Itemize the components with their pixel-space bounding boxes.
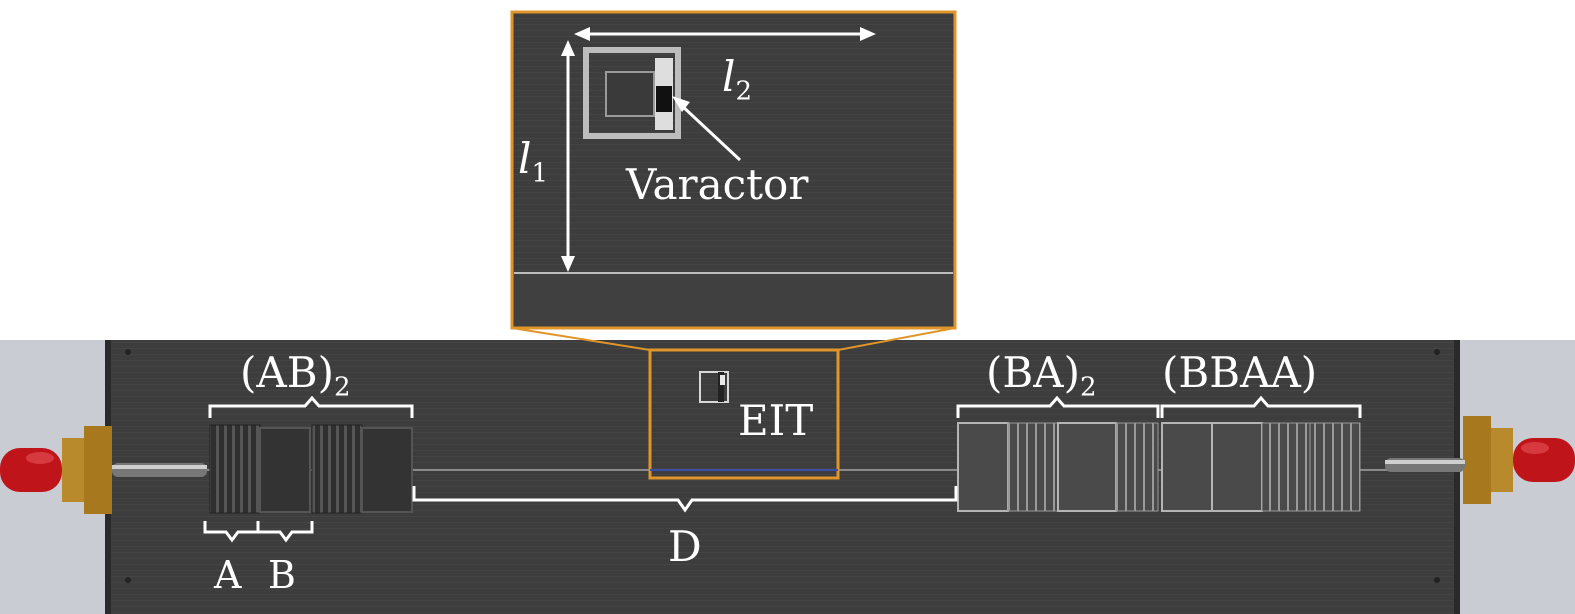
- bbaa-structure: [1161, 422, 1361, 512]
- eit-resonator: [699, 371, 729, 403]
- label-ba2-main: (BA): [986, 348, 1080, 397]
- label-eit: EIT: [738, 396, 814, 445]
- zoom-inset: [510, 10, 957, 330]
- cell-b: [1161, 422, 1213, 512]
- cell-a: [209, 424, 261, 514]
- label-d: D: [668, 522, 702, 571]
- cell-a: [1007, 422, 1059, 512]
- label-l1-main: l: [518, 134, 532, 183]
- label-ba2-sub: 2: [1079, 372, 1097, 403]
- zoom-guide-right: [837, 327, 956, 351]
- brace-ab2: [208, 395, 414, 418]
- cell-b: [259, 427, 311, 513]
- label-a: A: [214, 553, 242, 597]
- cell-b: [361, 427, 413, 513]
- eit-highlight-box: [648, 348, 840, 480]
- zoom-resonator-inner: [605, 71, 655, 117]
- cell-a: [1309, 422, 1361, 512]
- label-ab2-sub: 2: [333, 372, 351, 403]
- cell-b: [1211, 422, 1263, 512]
- varactor-diode: [656, 86, 672, 112]
- cell-a: [311, 424, 363, 514]
- label-l2: l2: [722, 56, 752, 107]
- label-l2-sub: 2: [735, 76, 752, 107]
- zoom-resonator-outer: [583, 47, 681, 139]
- cell-a: [1261, 422, 1311, 512]
- screw-hole: [125, 577, 131, 583]
- label-l2-main: l: [722, 52, 736, 101]
- right-connector: [1385, 416, 1575, 504]
- brace-b: [256, 521, 314, 543]
- cell-a: [1115, 422, 1159, 512]
- label-varactor: Varactor: [626, 160, 809, 209]
- cell-b: [957, 422, 1009, 512]
- brace-d: [412, 486, 958, 513]
- ba2-structure: [957, 422, 1159, 512]
- zoom-guide-left: [511, 327, 651, 351]
- brace-bbaa: [1160, 395, 1362, 418]
- screw-hole: [125, 349, 131, 355]
- screw-hole: [1434, 349, 1440, 355]
- label-l1: l1: [518, 138, 548, 189]
- label-bbaa: (BBAA): [1162, 348, 1318, 397]
- label-ab2: (AB)2: [240, 352, 351, 403]
- pcb-board-edge-right: [1454, 340, 1460, 614]
- label-ab2-main: (AB): [240, 348, 334, 397]
- label-b: B: [268, 553, 296, 597]
- left-connector: [0, 426, 207, 514]
- label-l1-sub: 1: [531, 158, 548, 189]
- cell-b: [1057, 422, 1117, 512]
- varactor-pointer: [678, 102, 742, 162]
- brace-ba2: [956, 395, 1160, 418]
- screw-hole: [1434, 577, 1440, 583]
- ab2-structure: [209, 424, 413, 514]
- label-ba2: (BA)2: [986, 352, 1097, 403]
